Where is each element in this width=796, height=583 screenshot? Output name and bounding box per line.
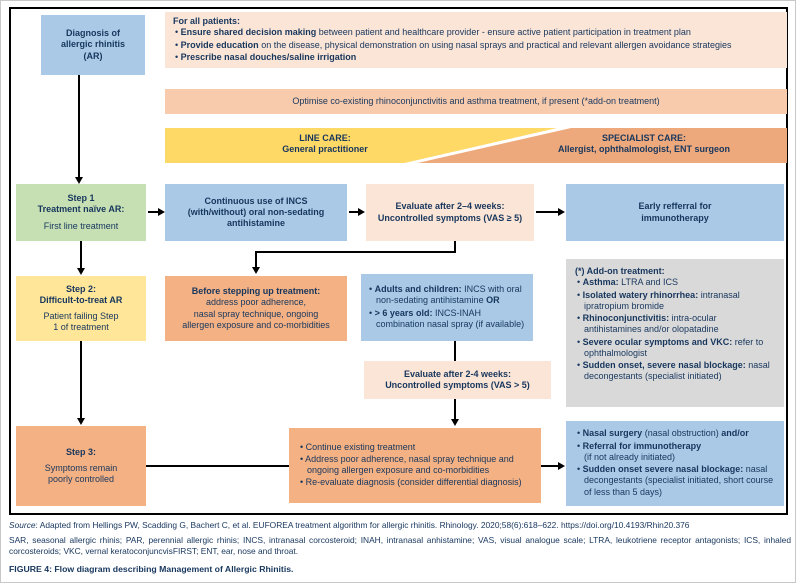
continue-treatment-box: Continue existing treatment Address poor… [289,428,541,503]
surgery-bullet-1: Nasal surgery (nasal obstruction) and/or [575,428,775,439]
step2-box: Step 2: Difficult-to-treat AR Patient fa… [16,276,146,341]
addon-bullet-2: Isolated watery rhinorrhea: intranasal i… [575,290,775,313]
line-step3-to-continue [146,465,289,467]
evaluate-vas5plus-box: Evaluate after 2–4 weeks: Uncontrolled s… [366,184,534,241]
arrow-step1-to-step2 [80,241,82,269]
early-referral-box: Early refferral for immunotherapy [566,184,784,241]
arrowhead-step1-to-incs [158,208,165,216]
arrowhead-step1-to-step2 [77,268,85,275]
step1-title: Step 1 Treatment naïve AR: [37,193,125,215]
optimise-band: Optimise co-existing rhinoconjunctivitis… [165,89,787,114]
arrow-step2-to-step3 [80,341,82,419]
addon-bullet-5: Sudden onset, severe nasal blockage: nas… [575,360,775,383]
continue-bullet-2: Address poor adherence, nasal spray tech… [298,454,532,477]
source-line: Source: Adapted from Hellings PW, Scaddi… [9,520,791,531]
arrowhead-evaluate-to-before [252,267,260,274]
step1-box: Step 1 Treatment naïve AR: First line tr… [16,184,146,241]
surgery-bullet-2: Referral for immunotherapy (if not alrea… [575,441,775,464]
elbow-evaluate-down [454,241,456,253]
adults-bullet-1: Adults and children: INCS with oral non-… [367,284,527,307]
line-treatment-to-evaluate2 [454,341,456,361]
source-text: : Adapted from Hellings PW, Scadding G, … [35,520,690,530]
arrowhead-continue-to-surgery [558,462,565,470]
continue-bullet-3: Re-evaluate diagnosis (consider differen… [298,477,532,488]
specialist-care-label: SPECIALIST CARE: Allergist, ophthalmolog… [557,133,730,155]
before-stepping-up-heading: Before stepping up treatment: [191,286,321,296]
step2-subtitle: Patient failing Step 1 of treatment [43,310,119,332]
step2-title: Step 2: Difficult-to-treat AR [39,284,123,306]
diagram-border [9,7,788,515]
addon-bullet-1: Asthma: LTRA and ICS [575,277,775,288]
surgery-bullet-3: Sudden onset severe nasal blockage: nasa… [575,464,775,498]
incs-box: Continuous use of INCS (with/without) or… [165,184,347,241]
addon-heading: (*) Add-on treatment: [575,266,665,276]
figure-caption: FIGURE 4: Flow diagram describing Manage… [9,564,294,574]
arrow-incs-to-evaluate [349,211,359,213]
for-all-bullet-2: Provide education on the disease, physic… [173,40,779,51]
arrowhead-step2-to-step3 [77,418,85,425]
adults-bullet-2: > 6 years old: INCS-INAH combination nas… [367,308,527,331]
for-all-bullet-1: Ensure shared decision making between pa… [173,27,779,38]
before-stepping-up-box: Before stepping up treatment: address po… [165,276,347,341]
arrow-evaluate-to-referral [536,211,559,213]
arrowhead-evaluate-to-referral [558,208,565,216]
step3-subtitle: Symptoms remain poorly controlled [44,462,118,485]
addon-treatment-box: (*) Add-on treatment: Asthma: LTRA and I… [566,259,784,407]
care-level-band: LINE CARE: General practitioner SPECIALI… [165,128,787,163]
line-care-label: LINE CARE: General practitioner [282,133,368,155]
elbow-evaluate-to-before [255,251,257,268]
arrow-evaluate2-to-continue [454,399,456,420]
arrowhead-incs-to-evaluate [358,208,365,216]
arrow-diagnosis-to-step1 [78,75,80,178]
evaluate-vas5-box: Evaluate after 2-4 weeks: Uncontrolled s… [364,361,551,399]
step3-title: Step 3: [65,446,96,457]
for-all-patients-box: For all patients: Ensure shared decision… [165,12,787,68]
step3-box: Step 3: Symptoms remain poorly controlle… [16,426,146,506]
step1-subtitle: First line treatment [43,220,119,231]
arrowhead-diagnosis-to-step1 [75,177,83,184]
continue-bullet-1: Continue existing treatment [298,442,532,453]
for-all-patients-heading: For all patients: [173,16,241,26]
step2-treatment-box: Adults and children: INCS with oral non-… [361,274,533,341]
arrowhead-evaluate2-to-continue [451,419,459,426]
arrow-step1-to-incs [148,211,159,213]
elbow-evaluate-horizontal [255,251,456,253]
before-stepping-up-body: address poor adherence, nasal spray tech… [182,297,330,330]
for-all-bullet-3: Prescribe nasal douches/saline irrigatio… [173,52,779,63]
surgery-referral-box: Nasal surgery (nasal obstruction) and/or… [566,421,784,506]
abbreviations-line: SAR, seasonal allergic rhinis; PAR, pere… [9,535,791,557]
arrow-continue-to-surgery [541,465,559,467]
addon-bullet-3: Rhinoconjunctivitis: intra-ocular antihi… [575,313,775,336]
addon-bullet-4: Severe ocular symptoms and VKC: refer to… [575,337,775,360]
source-label: Source [9,520,36,530]
diagnosis-box: Diagnosis of allergic rhinitis (AR) [41,15,145,75]
